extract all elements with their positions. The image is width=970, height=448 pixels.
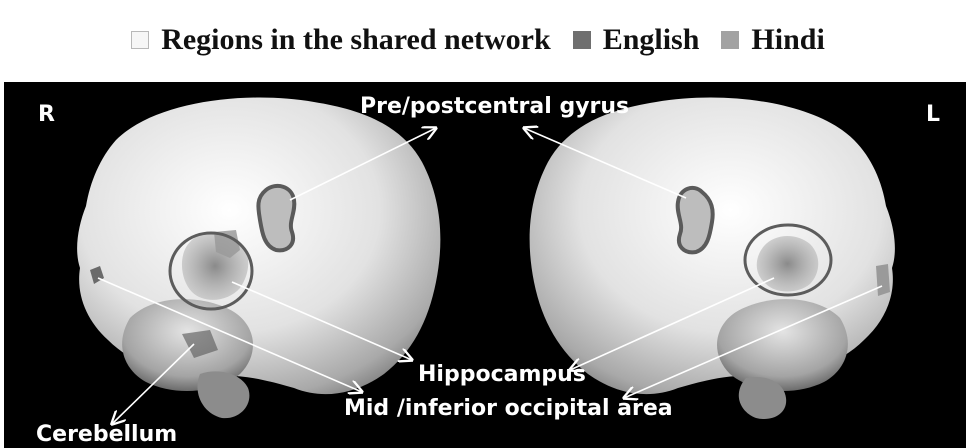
left-hindi-hippocampus xyxy=(757,236,819,292)
left-precentral-region xyxy=(678,188,713,252)
legend-item-hindi: Hindi xyxy=(721,23,824,57)
label-cerebellum: Cerebellum xyxy=(36,422,177,447)
label-occipital: Mid /inferior occipital area xyxy=(344,396,673,421)
legend-label-hindi: Hindi xyxy=(751,23,824,57)
legend-label-english: English xyxy=(603,23,700,57)
brain-figure xyxy=(4,82,966,448)
legend-label-shared: Regions in the shared network xyxy=(161,23,550,57)
label-precentral: Pre/postcentral gyrus xyxy=(360,94,629,119)
legend-swatch-shared xyxy=(131,31,149,49)
legend-swatch-hindi xyxy=(721,31,739,49)
legend-item-english: English xyxy=(573,23,700,57)
legend: Regions in the shared network English Hi… xyxy=(0,0,970,80)
label-hippocampus: Hippocampus xyxy=(418,362,586,387)
right-hemisphere xyxy=(77,98,440,419)
right-brainstem xyxy=(197,371,249,418)
side-label-left: L xyxy=(926,102,940,127)
left-cerebellum xyxy=(717,299,848,391)
legend-item-shared: Regions in the shared network xyxy=(131,23,550,57)
right-precentral-region xyxy=(258,186,294,250)
side-label-right: R xyxy=(38,102,55,127)
left-occipital-region xyxy=(876,264,890,296)
legend-swatch-english xyxy=(573,31,591,49)
brain-panel: R L Pre/postcentral gyrus Hippocampus Mi… xyxy=(4,82,966,448)
